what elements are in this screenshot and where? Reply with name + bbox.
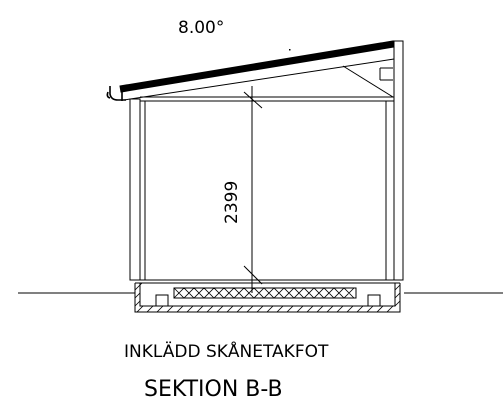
- section-title: SEKTION B-B: [144, 377, 283, 402]
- gutter-lip: [106, 91, 111, 99]
- gutter-profile: [109, 86, 126, 101]
- walls: [129, 98, 395, 281]
- left-edge-block: [155, 294, 169, 307]
- eave-note: INKLÄDD SKÅNETAKFOT: [124, 340, 329, 362]
- right-wall: [385, 100, 395, 281]
- height-dimension-label: 2399: [222, 181, 242, 224]
- rafter-underside: [123, 58, 395, 101]
- stray-mark: [289, 49, 291, 51]
- end-post: [393, 40, 404, 281]
- ridge-diagonal: [342, 65, 394, 98]
- height-dimension: [243, 86, 263, 293]
- dimension-tick-top: [243, 91, 263, 109]
- insulation-band: [173, 287, 357, 299]
- dimension-tick-bottom: [243, 265, 263, 285]
- gutter: [106, 86, 126, 101]
- foundation: [130, 279, 403, 313]
- insulation-hatch: [173, 287, 355, 299]
- roof-assembly: [119, 40, 404, 281]
- roof-covering: [119, 40, 395, 93]
- slab-hatch: [134, 282, 401, 313]
- right-edge-block: [367, 294, 381, 307]
- slab-inner: [139, 283, 396, 307]
- left-wall: [129, 98, 141, 281]
- roof-angle-label: 8.00°: [178, 18, 224, 38]
